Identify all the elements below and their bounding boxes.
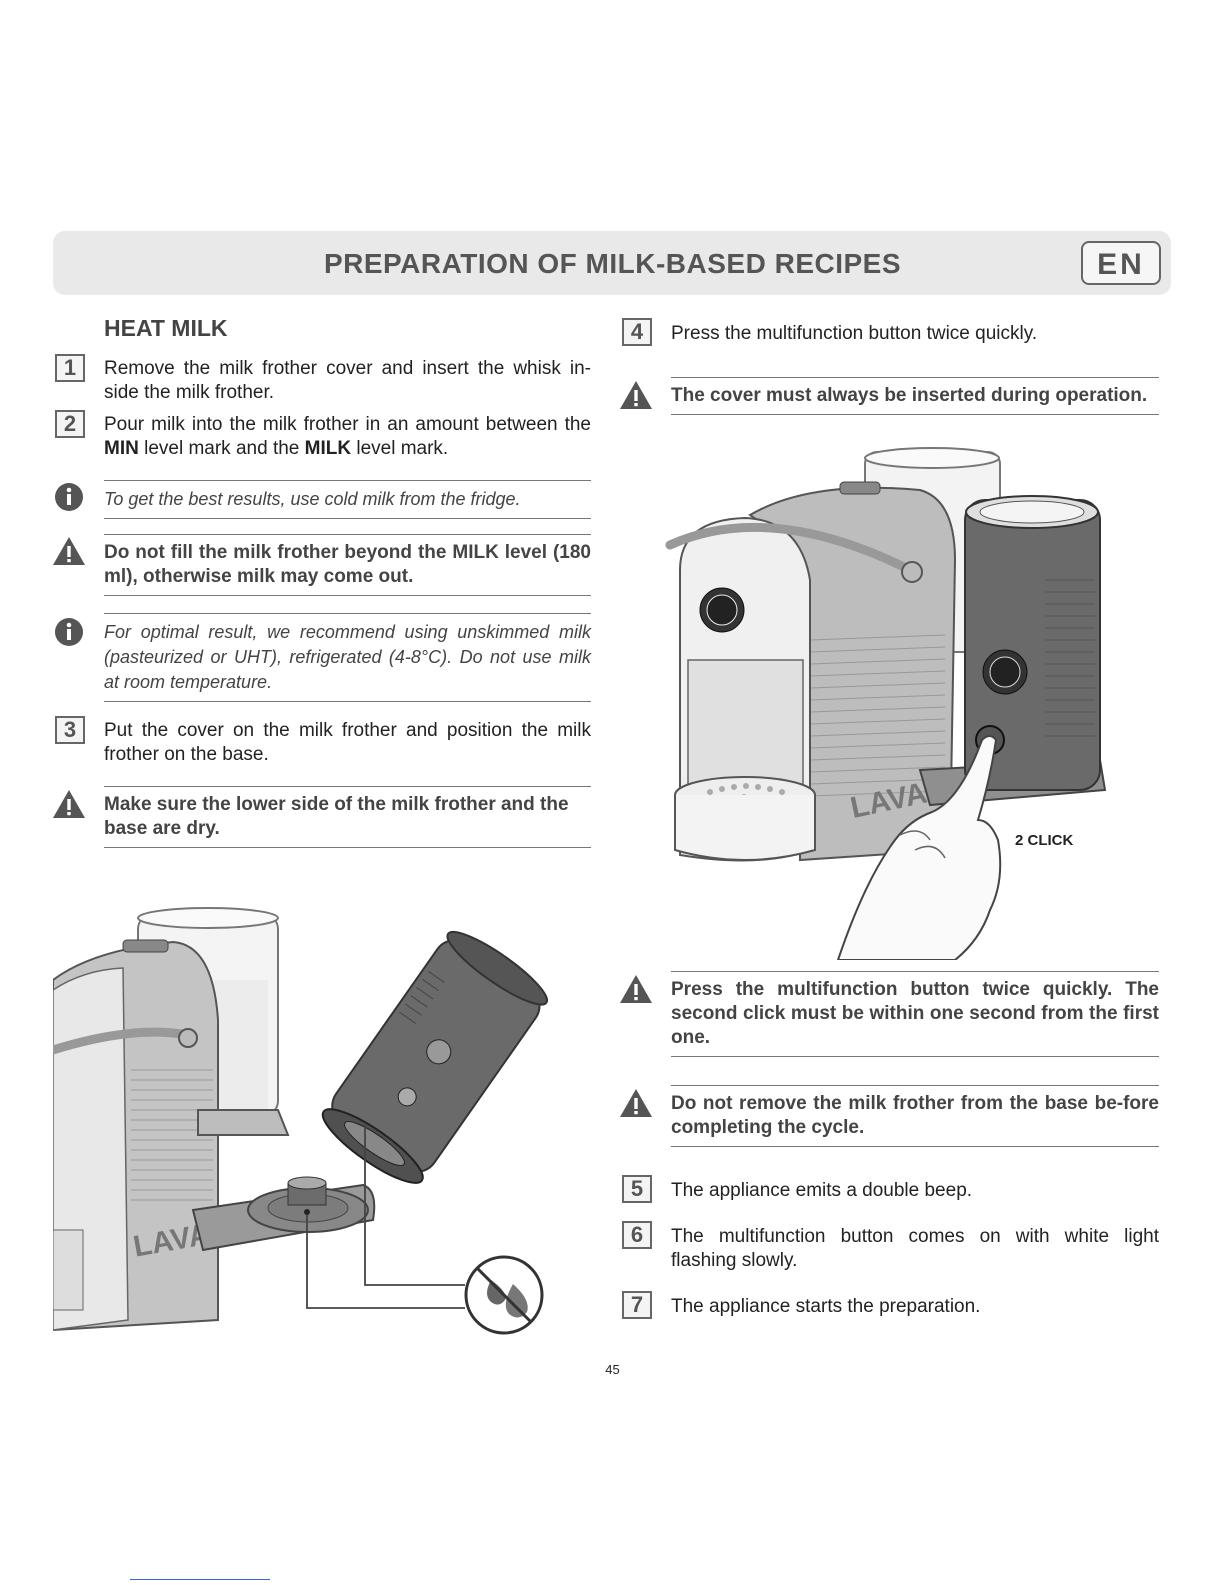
step-1-text: Remove the milk frother cover and insert… xyxy=(104,358,591,403)
warning-triangle-icon xyxy=(52,536,86,571)
warning-triangle-icon xyxy=(52,789,86,824)
language-badge: EN xyxy=(1081,241,1161,285)
step-5-text: The appliance emits a double beep. xyxy=(671,1180,973,1201)
step-2-number: 2 xyxy=(55,410,85,438)
illustration-frother-on-base: LAVAZZA xyxy=(48,900,553,1340)
info-note-milk-type: For optimal result, we recommend using u… xyxy=(104,613,591,702)
illustration-press-button: LAVAZZA xyxy=(660,440,1120,961)
info-icon xyxy=(54,482,84,517)
page-number: 45 xyxy=(605,1362,620,1377)
info-icon xyxy=(54,617,84,652)
header-bar xyxy=(53,231,1171,295)
warning-second-click: Press the multifunction button twice qui… xyxy=(671,971,1159,1057)
warning-triangle-icon xyxy=(619,1088,653,1123)
page-title: PREPARATION OF MILK-BASED RECIPES xyxy=(323,248,902,279)
section-title: HEAT MILK xyxy=(104,315,228,341)
step-3-text: Put the cover on the milk frother and po… xyxy=(104,720,591,765)
step-6-text: The multifunction button comes on with w… xyxy=(671,1226,1159,1271)
step-7-number: 7 xyxy=(622,1291,652,1319)
step-2-text: Pour milk into the milk frother in an am… xyxy=(104,414,591,459)
warning-dry-base: Make sure the lower side of the milk fro… xyxy=(104,786,591,848)
no-water-drops-icon xyxy=(464,1255,544,1335)
info-note-cold-milk: To get the best results, use cold milk f… xyxy=(104,480,591,519)
image-caption-2-click: 2 CLICK xyxy=(1015,832,1074,849)
warning-cover-inserted: The cover must always be inserted during… xyxy=(671,377,1159,415)
warning-milk-level: Do not fill the milk frother beyond the … xyxy=(104,534,591,596)
warning-triangle-icon xyxy=(619,974,653,1009)
underline-link xyxy=(130,1579,270,1580)
step-6-number: 6 xyxy=(622,1221,652,1249)
step-4-text: Press the multifunction button twice qui… xyxy=(671,323,1038,344)
step-1-number: 1 xyxy=(55,354,85,382)
step-3-number: 3 xyxy=(55,716,85,744)
step-5-number: 5 xyxy=(622,1175,652,1203)
warning-do-not-remove: Do not remove the milk frother from the … xyxy=(671,1085,1159,1147)
warning-triangle-icon xyxy=(619,380,653,415)
step-7-text: The appliance starts the preparation. xyxy=(671,1296,981,1317)
step-4-number: 4 xyxy=(622,318,652,346)
